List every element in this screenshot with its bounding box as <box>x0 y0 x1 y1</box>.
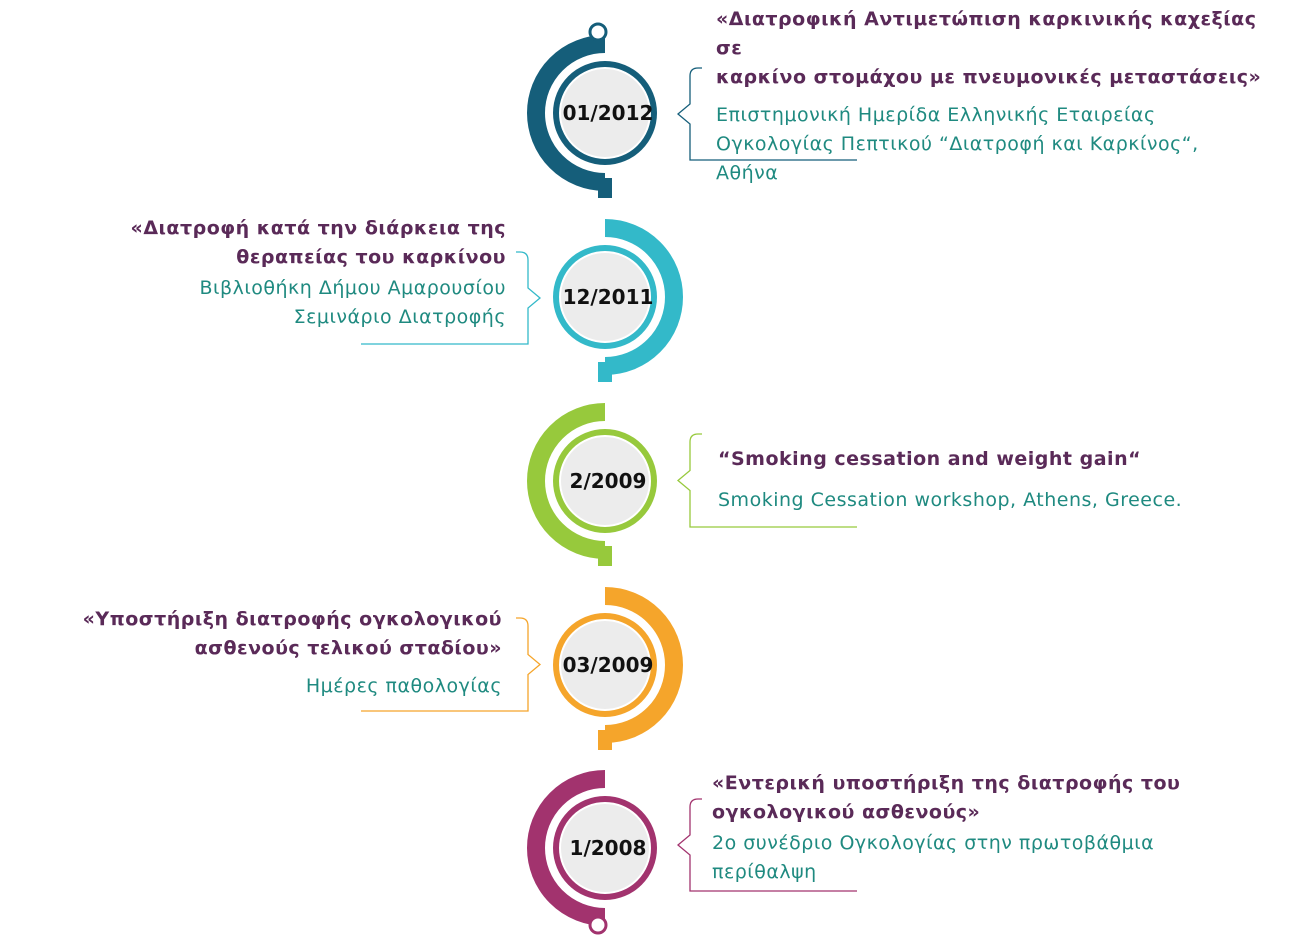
entry-title: «Διατροφική Αντιμετώπιση καρκινικής καχε… <box>716 8 1262 88</box>
timeline-arc <box>604 587 683 743</box>
entry-bracket <box>361 251 542 345</box>
entry-bracket <box>676 798 857 892</box>
entry-bracket <box>676 67 857 161</box>
entry-title: “Smoking cessation and weight gain“ <box>718 448 1142 470</box>
date-disc <box>559 619 651 711</box>
timeline-arc <box>527 403 606 559</box>
timeline-entry-2008: «Εντερική υποστήριξη της διατροφής του ο… <box>712 769 1272 887</box>
date-label: 1/2008 <box>570 836 647 860</box>
timeline-entry-2009-mar: «Υποστήριξη διατροφής ογκολογικού ασθενο… <box>60 605 502 701</box>
entry-detail: Ημέρες παθολογίας <box>305 675 502 697</box>
entry-detail: 2ο συνέδριο Ογκολογίας στην πρωτοβάθμια … <box>712 832 1155 883</box>
timeline-arc <box>604 219 683 375</box>
date-label: 12/2011 <box>563 285 654 309</box>
date-label: 2/2009 <box>570 469 647 493</box>
timeline-entry-2012: «Διατροφική Αντιμετώπιση καρκινικής καχε… <box>716 5 1276 188</box>
timeline-arc <box>527 770 606 926</box>
entry-detail: Βιβλιοθήκη Δήμου Αμαρουσίου Σεμινάριο Δι… <box>199 277 506 328</box>
date-label: 03/2009 <box>563 653 654 677</box>
date-label: 01/2012 <box>563 101 654 125</box>
entry-title: «Διατροφή κατά την διάρκεια της θεραπεία… <box>130 217 506 268</box>
entry-title: «Εντερική υποστήριξη της διατροφής του ο… <box>712 772 1181 823</box>
entry-bracket <box>676 433 857 528</box>
entry-detail: Smoking Cessation workshop, Athens, Gree… <box>718 489 1183 511</box>
date-disc <box>559 67 651 159</box>
date-disc <box>559 802 651 894</box>
timeline-end-dot <box>588 915 608 935</box>
timeline-entry-2009-feb: “Smoking cessation and weight gain“ Smok… <box>718 445 1278 515</box>
timeline-start-dot <box>588 22 608 42</box>
timeline-arc <box>527 35 606 191</box>
date-disc <box>559 435 651 527</box>
entry-title: «Υποστήριξη διατροφής ογκολογικού ασθενο… <box>82 608 502 659</box>
timeline-entry-2011: «Διατροφή κατά την διάρκεια της θεραπεία… <box>100 214 506 332</box>
entry-detail: Επιστημονική Ημερίδα Ελληνικής Εταιρείας… <box>716 104 1199 184</box>
date-disc <box>559 251 651 343</box>
entry-bracket <box>361 617 542 712</box>
